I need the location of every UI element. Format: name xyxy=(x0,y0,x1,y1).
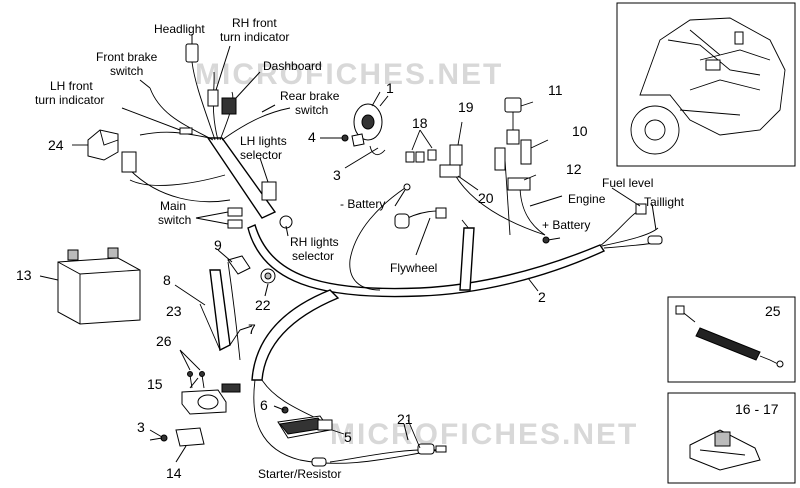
part-1-horn xyxy=(325,91,386,156)
callout-3-top: 3 xyxy=(333,167,341,183)
label-lh-front-1: LH front xyxy=(50,79,93,93)
label-fuel-level: Fuel level xyxy=(602,176,653,190)
label-rear-brake-2: switch xyxy=(295,103,328,117)
callout-12: 12 xyxy=(566,161,582,177)
label-dashboard: Dashboard xyxy=(263,59,322,73)
flywheel-loop xyxy=(349,183,447,291)
part-24 xyxy=(72,129,119,161)
callout-24: 24 xyxy=(48,137,64,153)
label-flywheel: Flywheel xyxy=(390,261,437,275)
callout-7: 7 xyxy=(248,321,256,337)
callout-19: 19 xyxy=(458,99,474,115)
callout-4: 4 xyxy=(308,129,316,145)
label-headlight: Headlight xyxy=(154,22,205,36)
front-wires xyxy=(121,43,293,229)
label-minus-battery: - Battery xyxy=(340,197,385,211)
callout-11: 11 xyxy=(548,82,563,98)
part-16-17-inset: 16 - 17 xyxy=(667,392,796,484)
callout-26: 26 xyxy=(156,333,172,349)
label-lh-front-2: turn indicator xyxy=(35,93,104,107)
callout-23: 23 xyxy=(166,303,182,319)
label-main-switch-1: Main xyxy=(160,199,186,213)
text-labels: Headlight RH front turn indicator Front … xyxy=(35,16,685,481)
plug-cables xyxy=(174,255,276,361)
callout-8: 8 xyxy=(163,272,171,288)
part-13-battery xyxy=(39,247,141,325)
label-rear-brake-1: Rear brake xyxy=(280,89,340,103)
callout-6: 6 xyxy=(260,397,268,413)
callout-14: 14 xyxy=(166,465,182,481)
callout-25: 25 xyxy=(765,303,781,319)
label-main-switch-2: switch xyxy=(158,213,191,227)
label-rh-front-2: turn indicator xyxy=(220,30,289,44)
cdi-group xyxy=(149,349,241,447)
label-rh-front-1: RH front xyxy=(232,16,277,30)
label-engine: Engine xyxy=(568,192,606,206)
watermark-top: MICROFICHES.NET xyxy=(195,58,503,91)
label-starter-resistor: Starter/Resistor xyxy=(258,467,341,481)
callout-2: 2 xyxy=(538,289,546,305)
callout-3-bottom: 3 xyxy=(137,419,145,435)
callout-18: 18 xyxy=(412,115,428,131)
callout-numbers: 1 2 3 3 4 5 6 7 8 9 10 11 12 13 14 15 18… xyxy=(16,80,588,481)
callout-22: 22 xyxy=(255,297,271,313)
label-lh-lights-1: LH lights xyxy=(240,134,287,148)
callout-1: 1 xyxy=(386,80,394,96)
label-plus-battery: + Battery xyxy=(542,218,590,232)
main-harness xyxy=(129,137,606,464)
part-25-inset: 25 xyxy=(667,296,796,383)
label-rh-lights-1: RH lights xyxy=(290,235,339,249)
label-lh-lights-2: selector xyxy=(240,148,282,162)
regulator-group xyxy=(277,406,447,467)
callout-20: 20 xyxy=(478,190,494,206)
label-taillight: Taillight xyxy=(644,195,685,209)
label-rh-lights-2: selector xyxy=(292,249,334,263)
label-front-brake-2: switch xyxy=(110,64,143,78)
callout-10: 10 xyxy=(572,123,588,139)
relay-group xyxy=(405,97,549,191)
callout-15: 15 xyxy=(147,376,163,392)
callout-16-17: 16 - 17 xyxy=(735,401,779,417)
callout-9: 9 xyxy=(214,237,222,253)
scooter-inset xyxy=(616,2,796,167)
callout-5: 5 xyxy=(344,429,352,445)
watermark-bottom: MICROFICHES.NET xyxy=(330,418,638,451)
callout-21: 21 xyxy=(397,411,413,427)
label-front-brake-1: Front brake xyxy=(96,50,158,64)
callout-13: 13 xyxy=(16,267,32,283)
leader-lines xyxy=(121,34,657,463)
